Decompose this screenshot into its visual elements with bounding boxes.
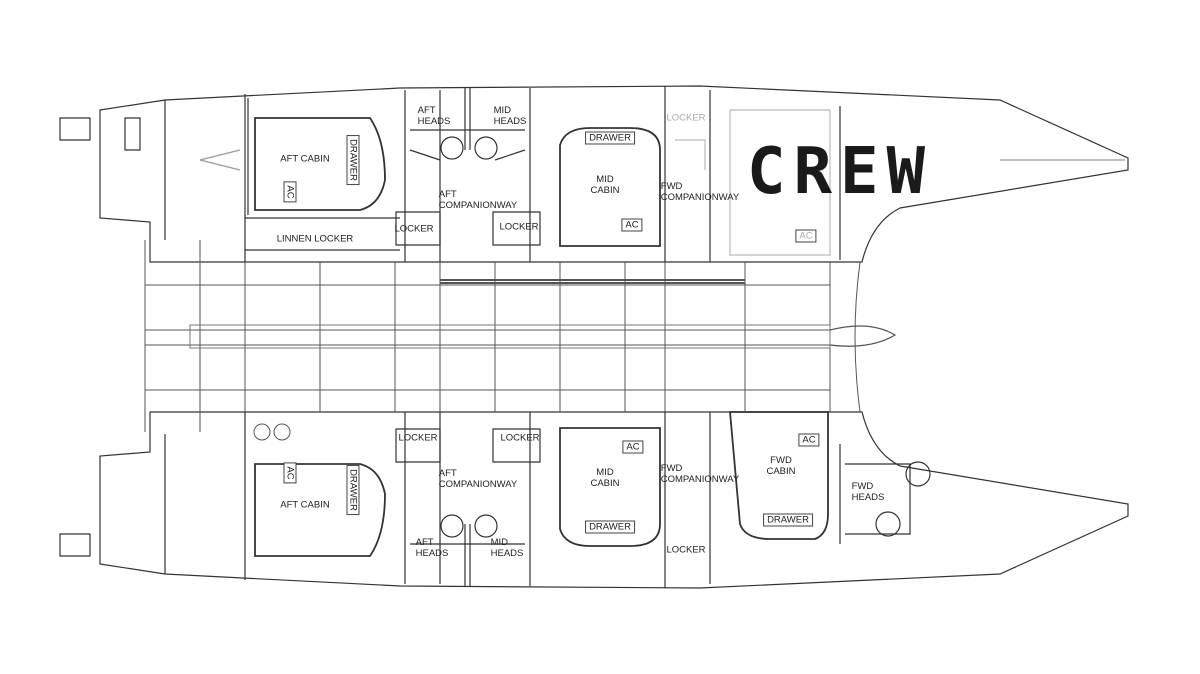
port-aft-cabin-drawer-label: DRAWER — [346, 135, 360, 185]
stbd-aft-cabin-drawer-label: DRAWER — [346, 465, 360, 515]
port-linnen-locker-label: LINNEN LOCKER — [276, 233, 354, 245]
port-aft-cabin-ac-label: AC — [283, 181, 297, 203]
stbd-locker-mid-label: LOCKER — [500, 432, 540, 444]
crew-stamp: CREW — [746, 135, 934, 209]
stbd-fwd-cabin-drawer-label: DRAWER — [763, 513, 813, 527]
stbd-fwd-cabin-ac-label: AC — [798, 433, 820, 447]
stbd-mid-cabin-ac-label: AC — [622, 440, 644, 454]
stbd-aft-cabin-ac-label: AC — [283, 462, 297, 484]
bridge-deck-grid — [144, 240, 897, 441]
port-aft-cabin-label: AFT CABIN — [280, 153, 330, 165]
port-locker-fwd-label: LOCKER — [666, 112, 706, 124]
stbd-mid-cabin-drawer-label: DRAWER — [585, 520, 635, 534]
crew-cabin-ac-label: AC — [795, 229, 817, 243]
stbd-aft-cabin-label: AFT CABIN — [280, 499, 330, 511]
stbd-locker-fwd-label: LOCKER — [666, 544, 706, 556]
port-mid-cabin-drawer-label: DRAWER — [585, 131, 635, 145]
starboard-hull-outline — [59, 411, 1129, 589]
port-locker-aft-label: LOCKER — [394, 223, 434, 235]
port-mid-cabin-ac-label: AC — [621, 218, 643, 232]
port-locker-mid-label: LOCKER — [499, 221, 539, 233]
stbd-locker-aft-label: LOCKER — [398, 432, 438, 444]
